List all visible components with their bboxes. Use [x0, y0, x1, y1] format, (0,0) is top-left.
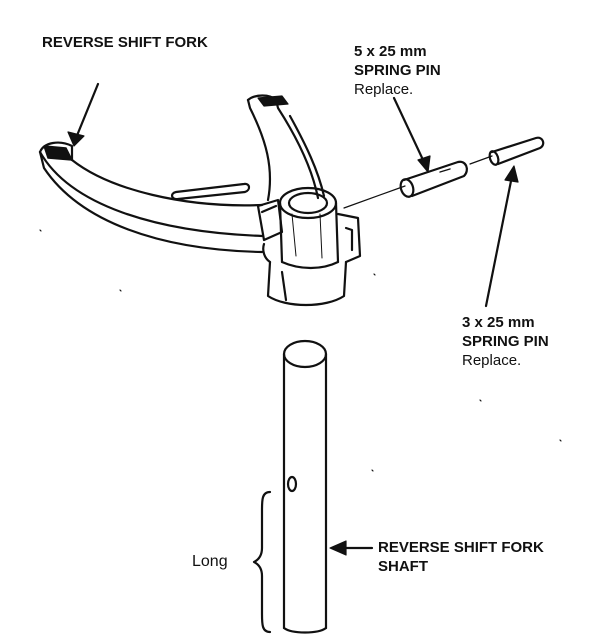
spring-pin-5x25-note: Replace. — [354, 81, 414, 98]
long-bracket — [252, 490, 272, 634]
spring-pin-5x25-label: 5 x 25 mm SPRING PIN Replace. — [354, 42, 441, 99]
spring-pin-5x25-size: 5 x 25 mm — [354, 43, 427, 60]
reverse-shift-fork — [38, 94, 362, 307]
spring-pin-3x25-label: 3 x 25 mm SPRING PIN Replace. — [462, 313, 549, 370]
spring-pin-5x25 — [399, 160, 468, 198]
spring-pin-5x25-name: SPRING PIN — [354, 62, 441, 79]
shaft-label-line1: REVERSE SHIFT FORK — [378, 539, 544, 556]
fork-leader-arrow — [67, 82, 100, 147]
spring-pin-3x25-name: SPRING PIN — [462, 333, 549, 350]
spring-pin-3x25 — [488, 136, 545, 166]
reverse-shift-fork-shaft — [282, 339, 328, 634]
shaft-label-line2: SHAFT — [378, 558, 428, 575]
long-label: Long — [192, 553, 228, 570]
spring-pin-5x25-arrow — [392, 96, 431, 173]
shaft-leader-arrow — [329, 540, 374, 556]
reverse-shift-fork-label: REVERSE SHIFT FORK — [42, 34, 208, 51]
spring-pin-3x25-arrow — [484, 165, 519, 308]
spring-pin-3x25-size: 3 x 25 mm — [462, 314, 535, 331]
reverse-shift-fork-shaft-label: REVERSE SHIFT FORK SHAFT — [378, 538, 544, 576]
pin-center-line — [343, 155, 493, 209]
spring-pin-3x25-note: Replace. — [462, 352, 522, 369]
